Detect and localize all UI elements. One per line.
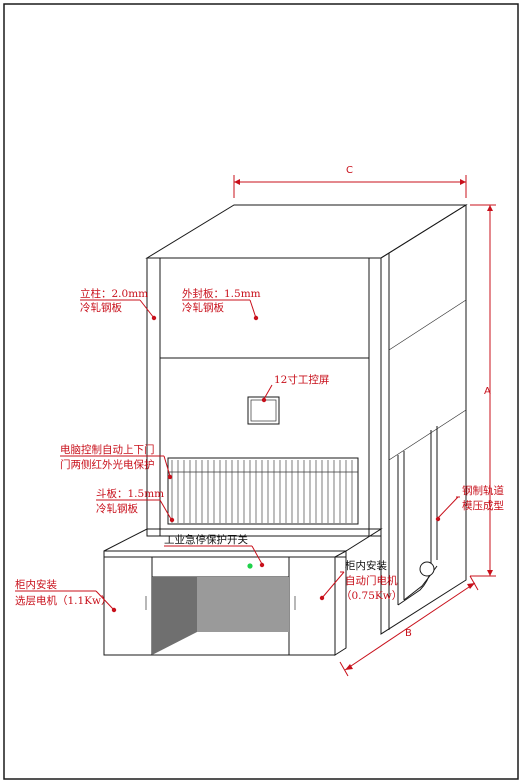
label-sensor-line1: 电脑控制自动上下门 [60, 443, 155, 456]
annotation-sensor: 电脑控制自动上下门 门两侧红外光电保护 [60, 443, 173, 480]
annotation-column: 立柱：2.0mm 冷轧钢板 [80, 287, 157, 321]
annotation-control-screen: 12寸工控屏 [261, 373, 329, 403]
annotation-right-cabinet: 柜内安装 自动门电机 （0.75Kw） [319, 559, 402, 602]
annotation-rail: 钢制轨道 模压成型 [435, 484, 504, 522]
annotation-emergency-stop: 工业急停保护开关 [164, 533, 265, 568]
dimension-c: C [233, 165, 467, 198]
dimension-b: B [339, 575, 479, 677]
dimension-a-label: A [484, 386, 491, 397]
dimension-a: A [470, 204, 496, 577]
label-control-screen: 12寸工控屏 [274, 373, 329, 386]
label-rail-line1: 钢制轨道 [462, 484, 504, 497]
annotation-bucket-panel: 斗板：1.5mm 冷轧钢板 [96, 487, 175, 523]
emergency-stop-indicator[interactable] [247, 563, 253, 569]
annotation-left-cabinet: 柜内安装 选层电机（1.1Kw） [15, 578, 117, 613]
label-sensor-line2: 门两侧红外光电保护 [60, 458, 155, 471]
label-outer-panel-line2: 冷轧钢板 [182, 301, 224, 314]
dimension-b-label: B [405, 628, 412, 639]
knee-shadow-left [152, 577, 197, 655]
label-rail-line2: 模压成型 [462, 499, 504, 512]
annotation-outer-panel: 外封板：1.5mm 冷轧钢板 [182, 287, 261, 321]
label-right-cabinet-line2: 自动门电机 [345, 574, 398, 587]
dimension-c-label: C [346, 165, 353, 176]
label-bucket-panel-line1: 斗板：1.5mm [96, 487, 164, 500]
label-bucket-panel-line2: 冷轧钢板 [96, 502, 138, 515]
label-emergency-stop: 工业急停保护开关 [164, 533, 248, 546]
label-column-line1: 立柱：2.0mm [80, 287, 148, 300]
desk [103, 528, 383, 656]
label-outer-panel-line1: 外封板：1.5mm [182, 287, 261, 300]
label-column-line2: 冷轧钢板 [80, 301, 122, 314]
door-slats [167, 457, 359, 525]
knee-shadow-back [197, 577, 289, 632]
slat-group [171, 460, 353, 523]
cabinet-body [145, 204, 468, 635]
label-left-cabinet-line2: 选层电机（1.1Kw） [15, 594, 112, 607]
label-left-cabinet-line1: 柜内安装 [15, 578, 57, 591]
label-right-cabinet-line1: 柜内安装 [345, 559, 387, 572]
label-right-cabinet-line3: （0.75Kw） [341, 590, 402, 602]
steel-rail [397, 426, 438, 606]
right-cabinet[interactable] [288, 556, 336, 656]
center-drawer[interactable] [151, 556, 290, 578]
page-border [3, 3, 519, 780]
